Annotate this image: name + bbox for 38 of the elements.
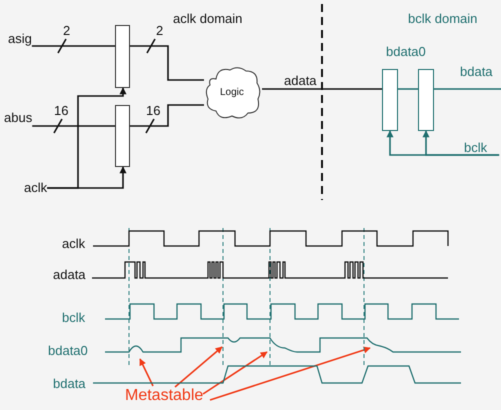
leader-arrow [210, 346, 371, 401]
flip-flop-box [115, 25, 130, 88]
flip-flop-box [382, 69, 398, 131]
input-signal-label: asig [8, 31, 32, 46]
logic-cloud [204, 65, 262, 121]
signal-wire [262, 88, 382, 90]
domain-title: aclk domain [173, 11, 242, 26]
leader-arrow [202, 351, 268, 395]
leader-arrow [174, 346, 223, 388]
annotation-text: Metastable [125, 387, 204, 405]
domain-title: bclk domain [408, 11, 478, 26]
leader-arrow [139, 358, 154, 386]
signal-wire [398, 88, 418, 90]
bus-width-label: 16 [54, 103, 68, 118]
bus-width-label: 2 [63, 23, 70, 38]
signal-name: bdata [53, 376, 86, 391]
signal-wire [47, 166, 126, 189]
signal-name: bdata0 [48, 343, 88, 358]
input-signal-label: abus [4, 110, 32, 125]
edge-label: adata [284, 73, 317, 88]
signal-name: aclk [62, 236, 86, 251]
flip-flop-box [418, 69, 434, 131]
signal-wire [422, 130, 500, 156]
bus-width-label: 16 [146, 103, 160, 118]
bus-width-label: 2 [156, 23, 164, 38]
output-signal-label: bdata [460, 64, 493, 79]
clock-signal-label: bclk [464, 140, 488, 155]
signal-wire [31, 118, 116, 134]
signal-wire [434, 88, 501, 90]
signal-name: adata [53, 267, 86, 282]
signal-wire [31, 38, 116, 54]
cloud-label: Logic [220, 87, 244, 99]
signal-name: bclk [62, 310, 86, 325]
signal-wire [129, 104, 205, 134]
signal-wire [129, 38, 205, 81]
register-output-label: bdata0 [386, 44, 426, 59]
flip-flop-box [115, 105, 130, 167]
clock-signal-label: aclk [24, 180, 48, 195]
